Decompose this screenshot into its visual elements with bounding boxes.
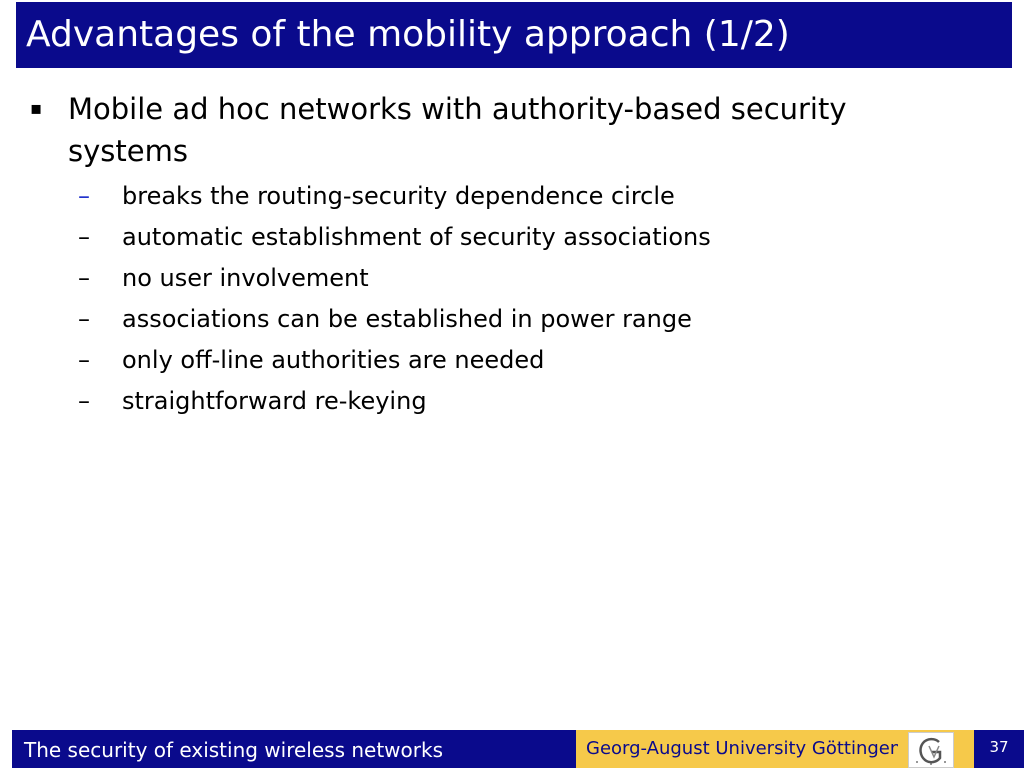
slide-title: Advantages of the mobility approach (1/2… <box>16 2 1012 68</box>
sub-bullet-text: breaks the routing-security dependence c… <box>122 182 675 210</box>
dash-bullet-icon: – <box>78 182 90 210</box>
dash-bullet-icon: – <box>78 387 90 415</box>
sub-bullet: – straightforward re-keying <box>78 381 982 422</box>
dash-bullet-icon: – <box>78 346 90 374</box>
university-name: Georg-August University Göttingen <box>576 730 898 768</box>
dash-bullet-icon: – <box>78 305 90 333</box>
sub-bullet-text: associations can be established in power… <box>122 305 692 333</box>
course-title: The security of existing wireless networ… <box>12 730 576 768</box>
sub-bullet: – only off-line authorities are needed <box>78 340 982 381</box>
sub-bullet-text: straightforward re-keying <box>122 387 427 415</box>
page-number: 37 <box>974 730 1024 768</box>
main-bullet-text: Mobile ad hoc networks with authority-ba… <box>68 92 847 168</box>
sub-bullet-list: – breaks the routing-security dependence… <box>0 176 1024 422</box>
sub-bullet-text: only off-line authorities are needed <box>122 346 545 374</box>
slide-content: ▪ Mobile ad hoc networks with authority-… <box>0 88 1024 422</box>
square-bullet-icon: ▪ <box>30 98 43 119</box>
sub-bullet-text: no user involvement <box>122 264 369 292</box>
title-bar: Advantages of the mobility approach (1/2… <box>0 0 1024 72</box>
dash-bullet-icon: – <box>78 264 90 292</box>
sub-bullet-text: automatic establishment of security asso… <box>122 223 711 251</box>
sub-bullet: – breaks the routing-security dependence… <box>78 176 982 217</box>
main-bullet: ▪ Mobile ad hoc networks with authority-… <box>30 88 968 172</box>
university-seal-icon <box>908 732 954 768</box>
sub-bullet: – no user involvement <box>78 258 982 299</box>
slide-footer: The security of existing wireless networ… <box>0 728 1024 768</box>
sub-bullet: – associations can be established in pow… <box>78 299 982 340</box>
dash-bullet-icon: – <box>78 223 90 251</box>
sub-bullet: – automatic establishment of security as… <box>78 217 982 258</box>
logo-area <box>898 730 974 768</box>
